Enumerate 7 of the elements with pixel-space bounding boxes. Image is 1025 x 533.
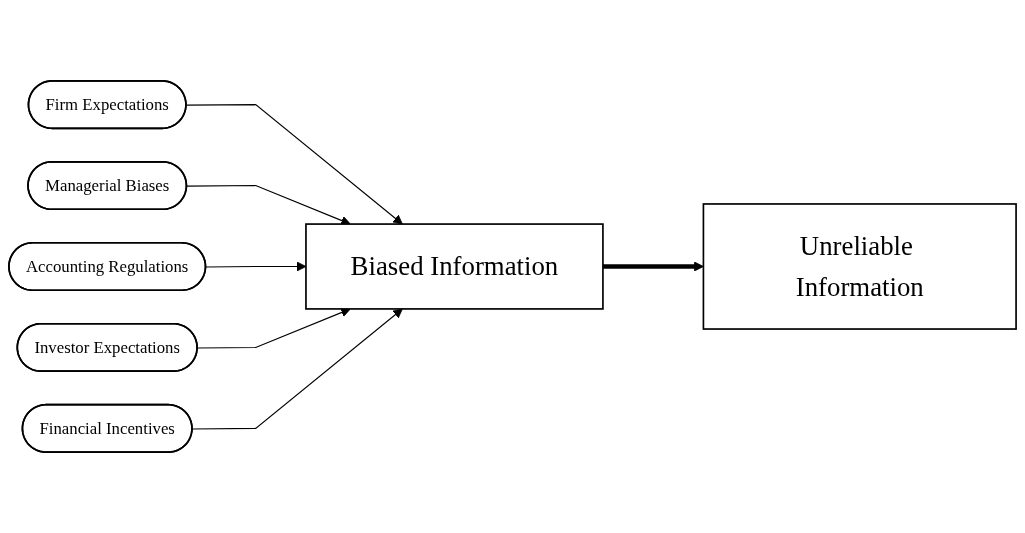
- arrow: [602, 261, 704, 272]
- arrow: [197, 307, 351, 349]
- arrow: [186, 185, 351, 226]
- arrow: [191, 308, 403, 430]
- arrow: [185, 104, 403, 225]
- node-box: Biased Information: [305, 223, 604, 310]
- node-box: Unreliable Information: [702, 203, 1017, 330]
